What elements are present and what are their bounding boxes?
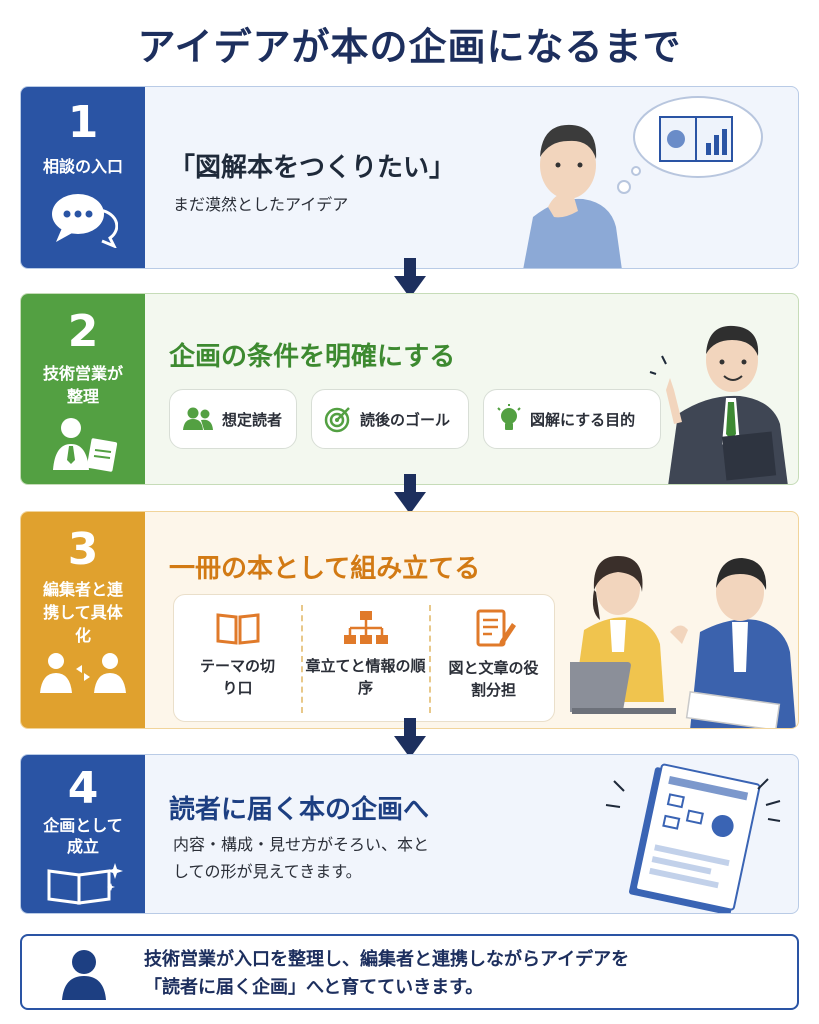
step-1-subtext: まだ漠然としたアイデア [173,195,349,214]
step-1-card: 1 相談の入口 「図解本をつくりたい」 まだ漠然としたアイデア [20,86,799,269]
step-4-side: 4 企画として成立 [21,755,145,913]
item-divider [301,605,303,713]
presenter-icon [53,418,118,472]
step-3-side: 3 編集者と連携して具体化 [21,512,145,728]
step-3-items-card: テーマの切り口 章立てと情報の順序 図と文章の役割分担 [173,594,555,722]
step-3-heading: 一冊の本として組み立てる [169,554,481,584]
page-title: アイデアが本の企画になるまで [137,25,682,69]
step-1-heading: 「図解本をつくりたい」 [169,153,456,183]
summary-text: 技術営業が入口を整理し、編集者と連携しながらアイデアを「読者に届く企画」へと育て… [144,949,630,998]
target-icon [324,407,350,433]
step-1-side: 1 相談の入口 [21,87,145,268]
step-3-number: 3 [67,524,99,575]
chip-reading-goal: 読後のゴール [311,389,469,449]
lightbulb-icon [497,404,521,430]
item-theme-angle-label: テーマの切り口 [199,657,275,697]
people-icon [183,407,213,430]
step-1-number: 1 [67,97,99,148]
item-figure-text-roles-label: 図と文章の役割分担 [448,659,539,699]
down-arrow-1 [394,258,426,298]
book-sparkle-icon [47,863,123,905]
step-2-side: 2 技術営業が整理 [21,294,145,484]
step-2-label: 技術営業が整理 [42,364,123,406]
collaboration-icon [40,653,126,693]
chip-target-reader: 想定読者 [169,389,297,449]
step-2-number: 2 [67,306,99,357]
step-4-heading: 読者に届く本の企画へ [169,795,430,825]
planning-book-illustration [605,763,781,913]
thinking-man-illustration [523,96,763,268]
chip-diagram-purpose: 図解にする目的 [483,389,661,449]
chip-reading-goal-label: 読後のゴール [360,410,451,429]
step-4-card: 4 企画として成立 読者に届く本の企画へ 内容・構成・見せ方がそろい、本としての… [20,754,799,914]
step-2-heading: 企画の条件を明確にする [169,342,456,372]
open-book-icon [216,613,259,645]
pointing-man-illustration [649,325,788,484]
item-chapter-order-label: 章立てと情報の順序 [305,657,426,697]
chip-target-reader-label: 想定読者 [222,410,283,429]
hierarchy-icon [343,611,388,644]
step-1-label: 相談の入口 [42,157,123,176]
item-divider [429,605,431,713]
step-4-label: 企画として成立 [43,816,123,856]
chip-diagram-purpose-label: 図解にする目的 [530,410,636,429]
item-chapter-order: 章立てと情報の順序 [302,595,429,723]
step-3-label: 編集者と連携して具体化 [43,580,124,645]
item-theme-angle: テーマの切り口 [174,595,301,723]
chat-bubbles-icon [52,194,118,248]
step-4-subtext: 内容・構成・見せ方がそろい、本としての形が見えてきます。 [173,835,430,881]
down-arrow-2 [394,474,426,514]
meeting-illustration [570,556,796,728]
item-figure-text-roles: 図と文章の役割分担 [430,595,557,723]
person-icon [62,950,106,1000]
step-2-card: 2 技術営業が整理 企画の条件を明確にする 想定読者 読後のゴール 図解にする目… [20,293,799,485]
summary-box: 技術営業が入口を整理し、編集者と連携しながらアイデアを「読者に届く企画」へと育て… [20,934,799,1010]
document-pen-icon [476,609,516,647]
step-3-card: 3 編集者と連携して具体化 一冊の本として組み立てる テーマの切り口 章立てと情… [20,511,799,729]
down-arrow-3 [394,718,426,758]
step-4-number: 4 [67,763,99,814]
